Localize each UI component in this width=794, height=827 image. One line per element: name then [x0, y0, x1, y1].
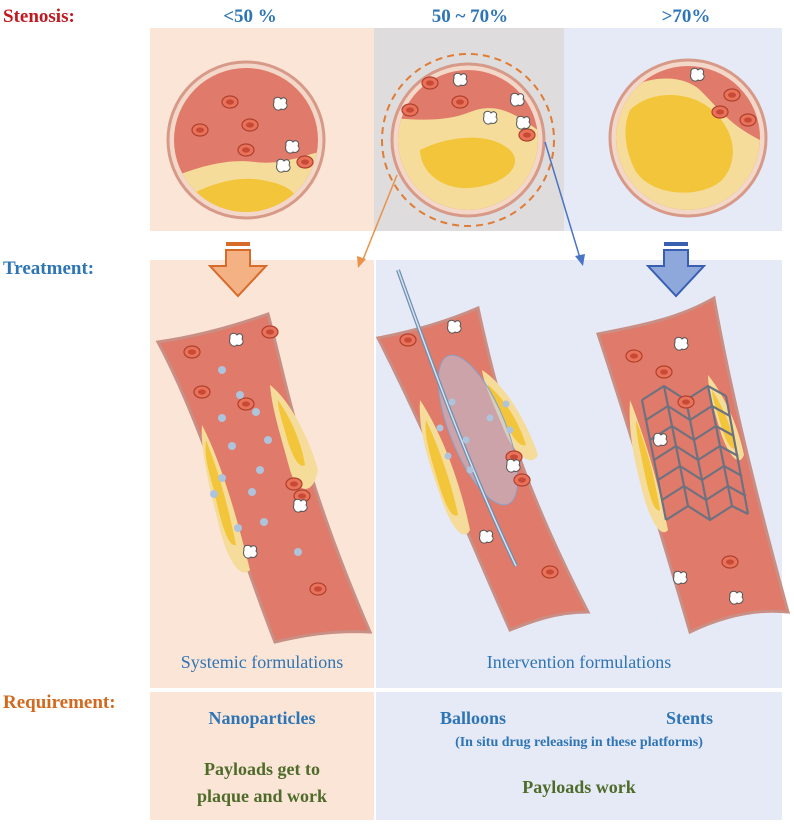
systemic-requirement-panel: [150, 692, 374, 820]
vessel-cross-section-moderate: [381, 53, 555, 227]
systemic-goal-line-2: plaque and work: [196, 786, 328, 806]
systemic-formulations-caption: Systemic formulations: [180, 652, 344, 672]
requirement-row-label: Requirement:: [3, 692, 116, 713]
balloon-catheter-icon: [437, 354, 519, 506]
treatment-row-label: Treatment:: [3, 258, 95, 279]
balloons-label: Balloons: [440, 708, 507, 728]
down-arrow-blue-icon: [645, 242, 707, 298]
stage-label-moderate: 50 ~ 70%: [431, 6, 509, 27]
systemic-goal-text: Payloads get to plaque and work: [150, 756, 374, 810]
stents-label: Stents: [666, 708, 714, 728]
stenosis-row-label: Stenosis:: [3, 6, 75, 27]
stage-label-mild: <50 %: [223, 6, 277, 27]
vessel-systemic: [155, 312, 373, 644]
vessel-balloon: [375, 269, 591, 632]
down-arrow-orange-icon: [207, 242, 269, 298]
vessel-stent: [596, 295, 791, 635]
platforms-note: (In situ drug releasing in these platfor…: [455, 735, 703, 750]
nanoparticles-label: Nanoparticles: [208, 708, 316, 728]
vessel-cross-section-severe: [608, 58, 768, 218]
vessel-cross-section-mild: [166, 60, 326, 220]
intervention-formulations-caption: Intervention formulations: [486, 652, 672, 672]
intervention-requirement-panel: [376, 692, 782, 820]
connector-to-systemic: [361, 174, 398, 263]
connector-to-intervention: [544, 141, 581, 259]
intervention-goal-text: Payloads work: [522, 777, 636, 797]
stent-mesh-icon: [640, 384, 750, 522]
systemic-goal-line-1: Payloads get to: [204, 759, 320, 779]
stage-label-severe: >70%: [661, 6, 711, 27]
